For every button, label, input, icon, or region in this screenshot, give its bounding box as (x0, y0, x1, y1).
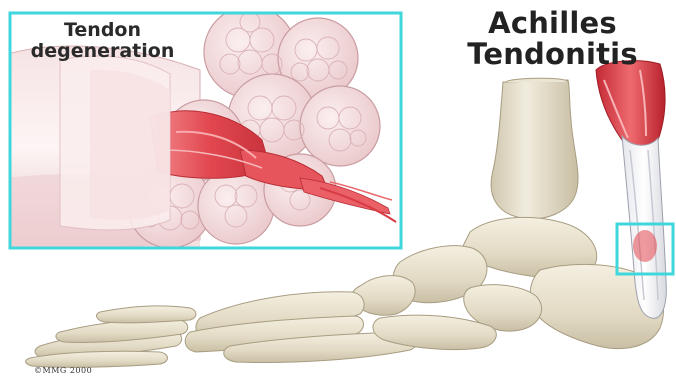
calf-muscle (596, 61, 665, 148)
inflamed-area (633, 230, 657, 262)
title-line-2: Tendonitis (435, 39, 670, 70)
title-line-1: Achilles (435, 8, 670, 39)
inset-label-line-2: degeneration (20, 41, 185, 62)
diagram-title: Achilles Tendonitis (435, 8, 670, 70)
inset-label: Tendon degeneration (20, 20, 185, 62)
tibia-bone (491, 80, 578, 219)
copyright-text: ©MMG 2000 (34, 366, 92, 376)
inset-label-line-1: Tendon (20, 20, 185, 41)
